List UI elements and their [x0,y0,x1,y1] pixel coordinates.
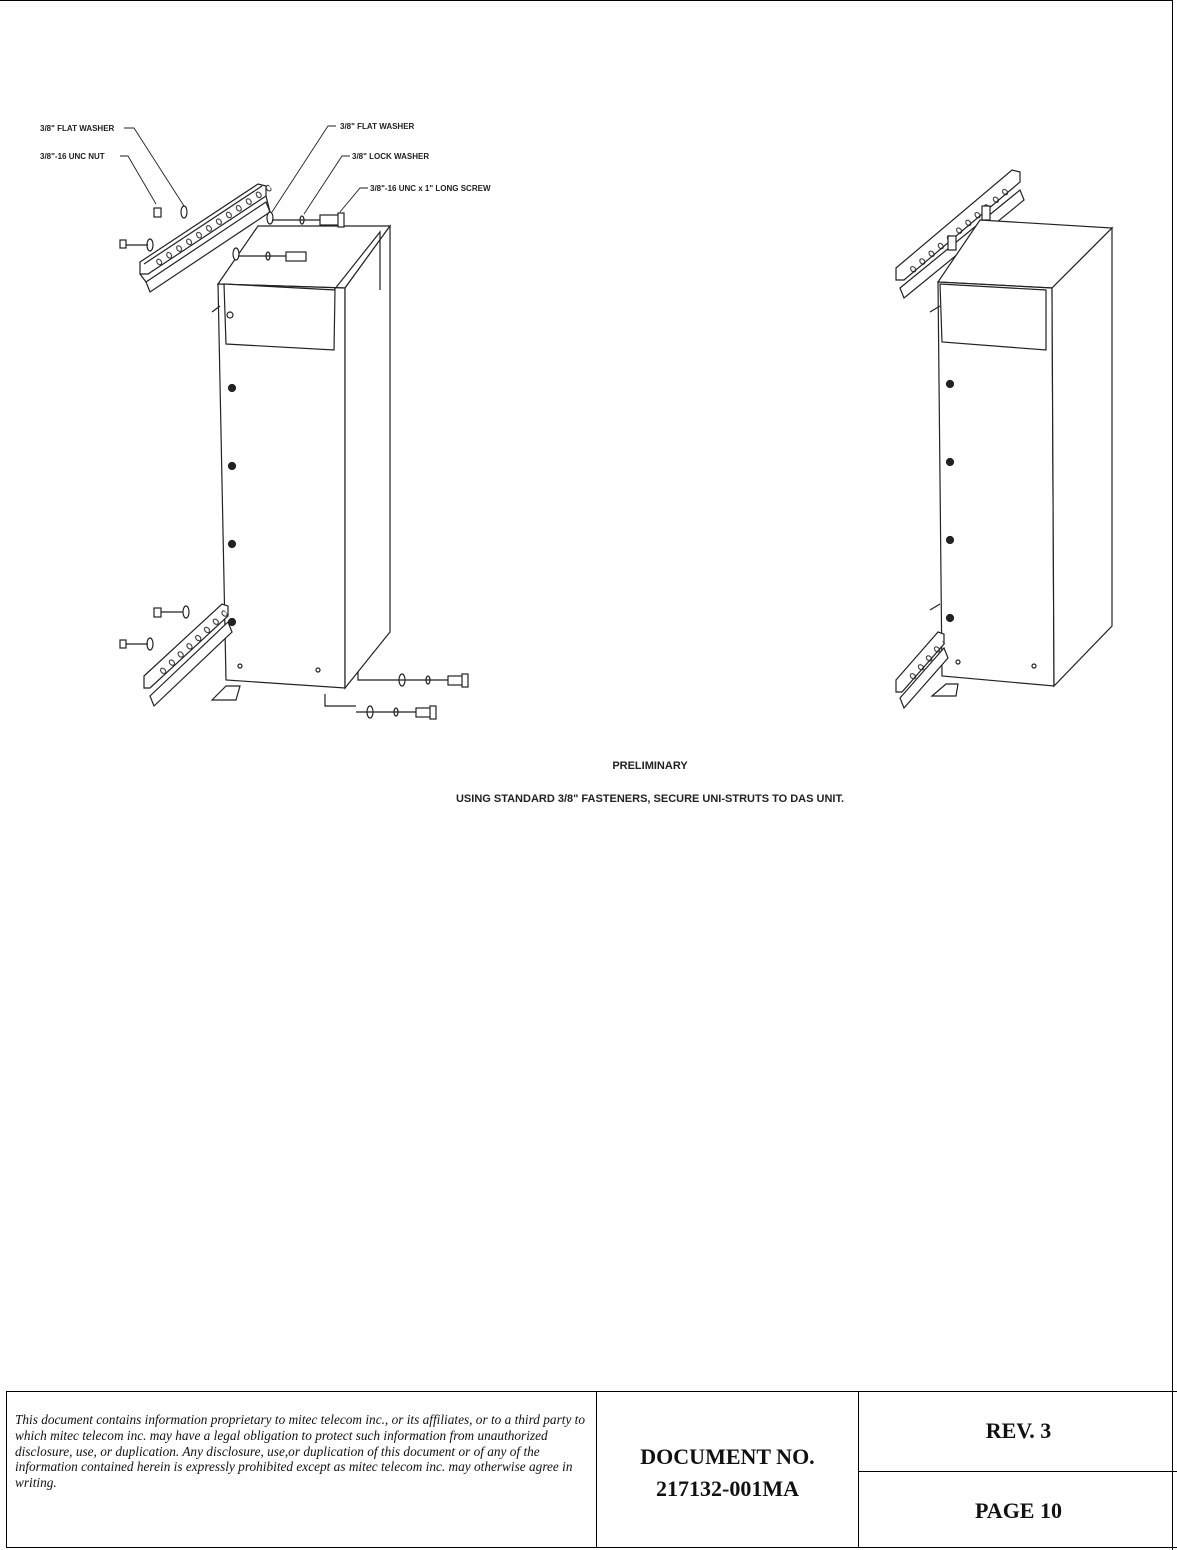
document-number: 217132-001MA [656,1476,799,1501]
document-number-cell: DOCUMENT NO. 217132-001MA [597,1392,859,1547]
page-border-right [1172,0,1173,1550]
label-flat-washer-left: 3/8" FLAT WASHER [40,124,115,133]
label-unc-nut: 3/8"-16 UNC NUT [40,152,105,161]
title-block: This document contains information propr… [6,1391,1177,1548]
assembly-drawing: 3/8" FLAT WASHER 3/8"-16 UNC NUT 3/8" FL… [40,122,1114,805]
exploded-assembly-view [119,125,469,720]
leader-lines [120,125,368,215]
das-unit-assembled [929,219,1114,697]
das-unit-exploded [210,224,392,701]
label-long-screw: 3/8"-16 UNC x 1" LONG SCREW [370,184,491,193]
document-label: DOCUMENT NO. [640,1444,815,1469]
bottom-unistrut [143,603,233,708]
top-unistrut [139,183,273,293]
bottom-unistrut-assembled [895,631,949,710]
proprietary-notice: This document contains information propr… [7,1392,597,1547]
bottom-fasteners [119,605,469,720]
label-lock-washer: 3/8" LOCK WASHER [352,152,429,161]
caption-instruction: USING STANDARD 3/8" FASTENERS, SECURE UN… [456,793,844,805]
page-border-top [0,0,1173,1]
revision: REV. 3 [859,1392,1177,1472]
caption-preliminary: PRELIMINARY [612,760,688,772]
label-flat-washer-right: 3/8" FLAT WASHER [340,122,415,131]
assembled-view [895,169,1114,710]
page-number: PAGE 10 [975,1498,1062,1523]
top-fasteners [119,205,345,262]
